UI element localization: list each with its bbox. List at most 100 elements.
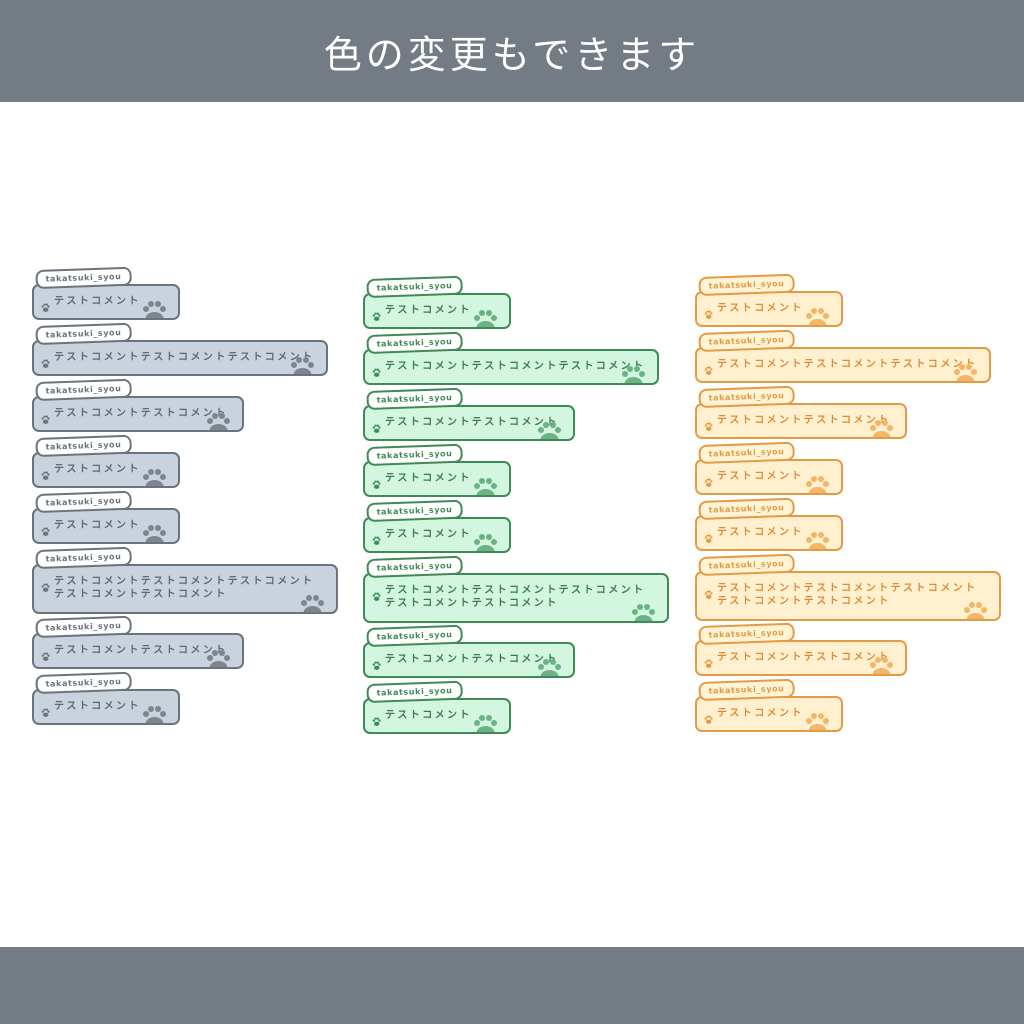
comment-text: テストコメント [385,305,472,316]
comment-bubble: テストコメントテストコメント [695,403,907,439]
paw-print-icon [951,362,979,381]
comment-bubble: テストコメントテストコメントテストコメント テストコメントテストコメント [695,571,1001,621]
paw-print-icon [803,306,831,325]
paw-print-icon [298,593,326,612]
comment-username: takatsuki_syou [366,443,463,466]
comment-text: テストコメント [54,520,141,531]
comment-text: テストコメントテストコメントテストコメント [385,361,646,372]
comment-bubble: テストコメント [32,689,180,725]
comment-text: テストコメントテストコメント [717,652,891,663]
paw-icon [41,353,50,368]
comment-username: takatsuki_syou [698,497,795,520]
comment-username: takatsuki_syou [35,490,132,513]
footer-bar [0,947,1024,1024]
comment-bubble: テストコメントテストコメントテストコメント テストコメントテストコメント [363,573,669,623]
comment-bubble: テストコメント [695,459,843,495]
comment-username: takatsuki_syou [35,615,132,638]
paw-print-icon [535,657,563,676]
paw-icon [704,584,713,599]
comment-text: テストコメントテストコメントテストコメント テストコメントテストコメント [717,583,978,607]
comment-username: takatsuki_syou [698,553,795,576]
paw-print-icon [803,530,831,549]
paw-icon [704,472,713,487]
comment-text: テストコメント [385,529,472,540]
comment-bubble: テストコメント [363,517,511,553]
paw-print-icon [535,420,563,439]
comment-text: テストコメントテストコメント [385,654,559,665]
paw-icon [41,646,50,661]
comment-username: takatsuki_syou [366,275,463,298]
paw-icon [372,418,381,433]
paw-icon [704,416,713,431]
comment-text: テストコメントテストコメント [54,645,228,656]
comment-bubble: テストコメントテストコメント [32,396,244,432]
comment-username: takatsuki_syou [366,680,463,703]
comment-username: takatsuki_syou [366,499,463,522]
paw-print-icon [204,411,232,430]
paw-print-icon [471,476,499,495]
comment-text: テストコメントテストコメントテストコメント テストコメントテストコメント [54,576,315,600]
header-bar: 色の変更もできます [0,0,1024,102]
comment-bubble: テストコメントテストコメントテストコメント テストコメントテストコメント [32,564,338,614]
paw-print-icon [619,364,647,383]
paw-icon [372,474,381,489]
comment-username: takatsuki_syou [366,331,463,354]
comment-bubble: テストコメント [695,696,843,732]
comment-bubble: テストコメント [32,452,180,488]
comment-bubble: テストコメント [695,515,843,551]
comment-username: takatsuki_syou [35,266,132,289]
paw-icon [704,653,713,668]
paw-print-icon [140,467,168,486]
paw-print-icon [471,308,499,327]
comment-username: takatsuki_syou [698,678,795,701]
paw-icon [372,530,381,545]
comment-username: takatsuki_syou [698,441,795,464]
paw-icon [704,709,713,724]
comment-bubble: テストコメントテストコメントテストコメント [363,349,659,385]
paw-print-icon [471,713,499,732]
comment-bubble: テストコメントテストコメント [363,642,575,678]
paw-icon [41,409,50,424]
paw-icon [704,360,713,375]
paw-icon [372,655,381,670]
comment-text: テストコメントテストコメントテストコメント テストコメントテストコメント [385,585,646,609]
comment-bubble: テストコメントテストコメント [695,640,907,676]
comment-bubble: テストコメントテストコメント [363,405,575,441]
comment-text: テストコメントテストコメントテストコメント [54,352,315,363]
paw-print-icon [629,602,657,621]
paw-icon [372,586,381,601]
paw-print-icon [140,704,168,723]
comment-text: テストコメント [54,701,141,712]
comment-bubble: テストコメントテストコメントテストコメント [695,347,991,383]
comment-text: テストコメント [717,708,804,719]
comment-text: テストコメント [717,303,804,314]
paw-icon [372,711,381,726]
paw-icon [41,702,50,717]
paw-icon [704,528,713,543]
paw-icon [41,521,50,536]
comment-username: takatsuki_syou [35,322,132,345]
comment-bubble: テストコメント [363,698,511,734]
comment-username: takatsuki_syou [366,555,463,578]
paw-print-icon [204,648,232,667]
comment-text: テストコメントテストコメント [717,415,891,426]
comment-username: takatsuki_syou [35,434,132,457]
paw-print-icon [140,523,168,542]
comment-username: takatsuki_syou [698,273,795,296]
comment-text: テストコメント [54,464,141,475]
comment-text: テストコメント [385,710,472,721]
comment-text: テストコメントテストコメントテストコメント [717,359,978,370]
comment-text: テストコメントテストコメント [54,408,228,419]
paw-print-icon [803,711,831,730]
comment-text: テストコメント [385,473,472,484]
paw-icon [41,577,50,592]
paw-icon [41,465,50,480]
comment-text: テストコメントテストコメント [385,417,559,428]
page-title: 色の変更もできます [323,32,701,77]
comment-bubble: テストコメント [695,291,843,327]
comment-bubble: テストコメント [32,508,180,544]
paw-print-icon [140,299,168,318]
comment-username: takatsuki_syou [366,624,463,647]
comment-username: takatsuki_syou [35,671,132,694]
comment-username: takatsuki_syou [366,387,463,410]
